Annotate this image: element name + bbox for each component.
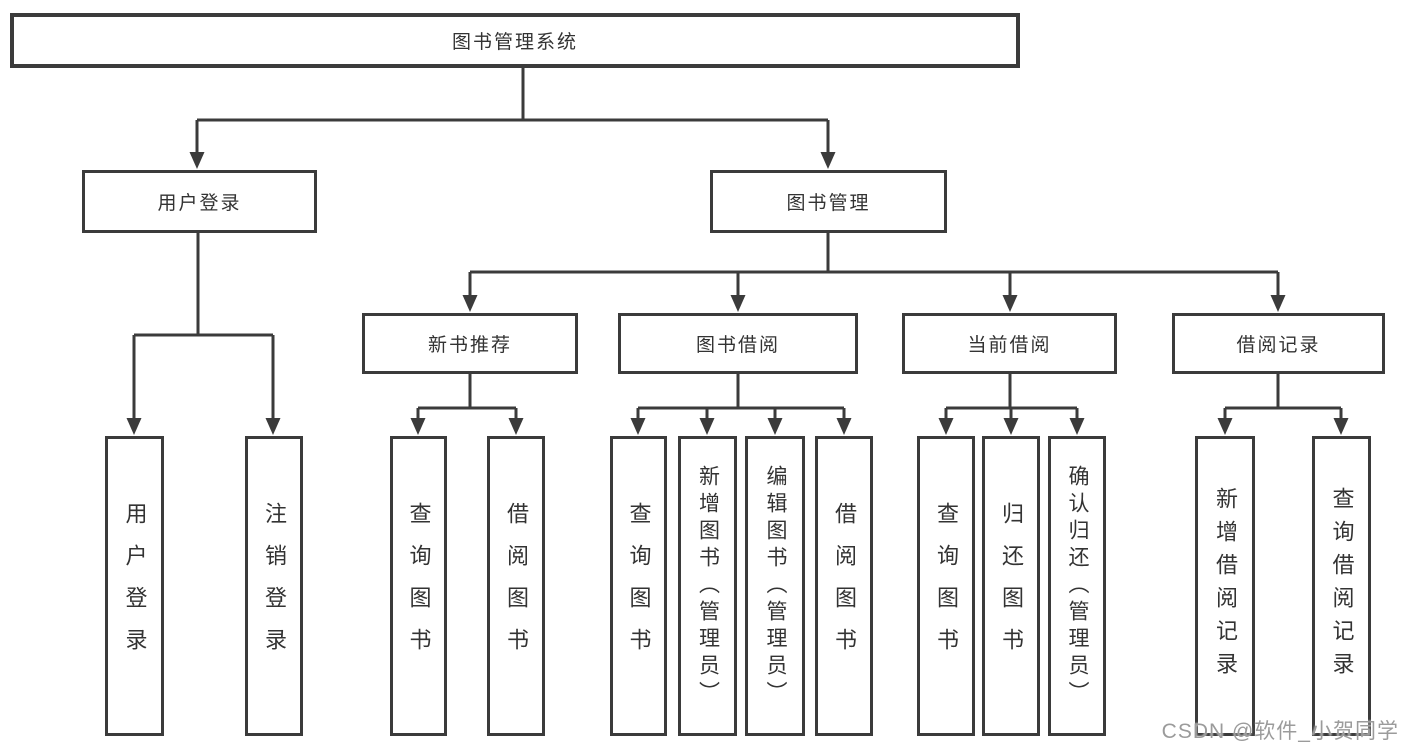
node-book-borrow-label: 图书借阅 <box>695 335 780 356</box>
leaf-confirm-return-admin: 确认归还（管理员） <box>1048 436 1106 736</box>
leaf-add-books-admin: 新增图书（管理员） <box>678 436 737 736</box>
leaf-add-borrow-record: 新增借阅记录 <box>1195 436 1255 736</box>
node-new-book-recommend-label: 新书推荐 <box>427 335 512 356</box>
node-current-borrow-label: 当前借阅 <box>967 335 1052 356</box>
node-new-book-recommend: 新书推荐 <box>362 313 578 374</box>
csdn-watermark: CSDN @软件_小贺同学 <box>1161 720 1399 743</box>
node-book-management-label: 图书管理 <box>786 193 871 214</box>
node-borrow-records: 借阅记录 <box>1172 313 1385 374</box>
node-root-label: 图书管理系统 <box>451 32 578 53</box>
node-book-management: 图书管理 <box>710 170 947 233</box>
leaf-current-query-books: 查询图书 <box>917 436 975 736</box>
node-root-system: 图书管理系统 <box>10 13 1020 68</box>
leaf-query-borrow-record: 查询借阅记录 <box>1312 436 1371 736</box>
node-user-login: 用户登录 <box>82 170 317 233</box>
leaf-user-login: 用户登录 <box>105 436 164 736</box>
leaf-edit-books-admin: 编辑图书（管理员） <box>745 436 805 736</box>
leaf-newbooks-borrow: 借阅图书 <box>487 436 545 736</box>
node-current-borrow: 当前借阅 <box>902 313 1117 374</box>
node-user-login-label: 用户登录 <box>157 193 242 214</box>
node-book-borrow: 图书借阅 <box>618 313 858 374</box>
leaf-logout: 注销登录 <box>245 436 303 736</box>
leaf-return-books: 归还图书 <box>982 436 1040 736</box>
leaf-borrow-books: 借阅图书 <box>815 436 873 736</box>
leaf-newbooks-query: 查询图书 <box>390 436 447 736</box>
node-borrow-records-label: 借阅记录 <box>1236 335 1321 356</box>
leaf-borrow-query-books: 查询图书 <box>610 436 667 736</box>
